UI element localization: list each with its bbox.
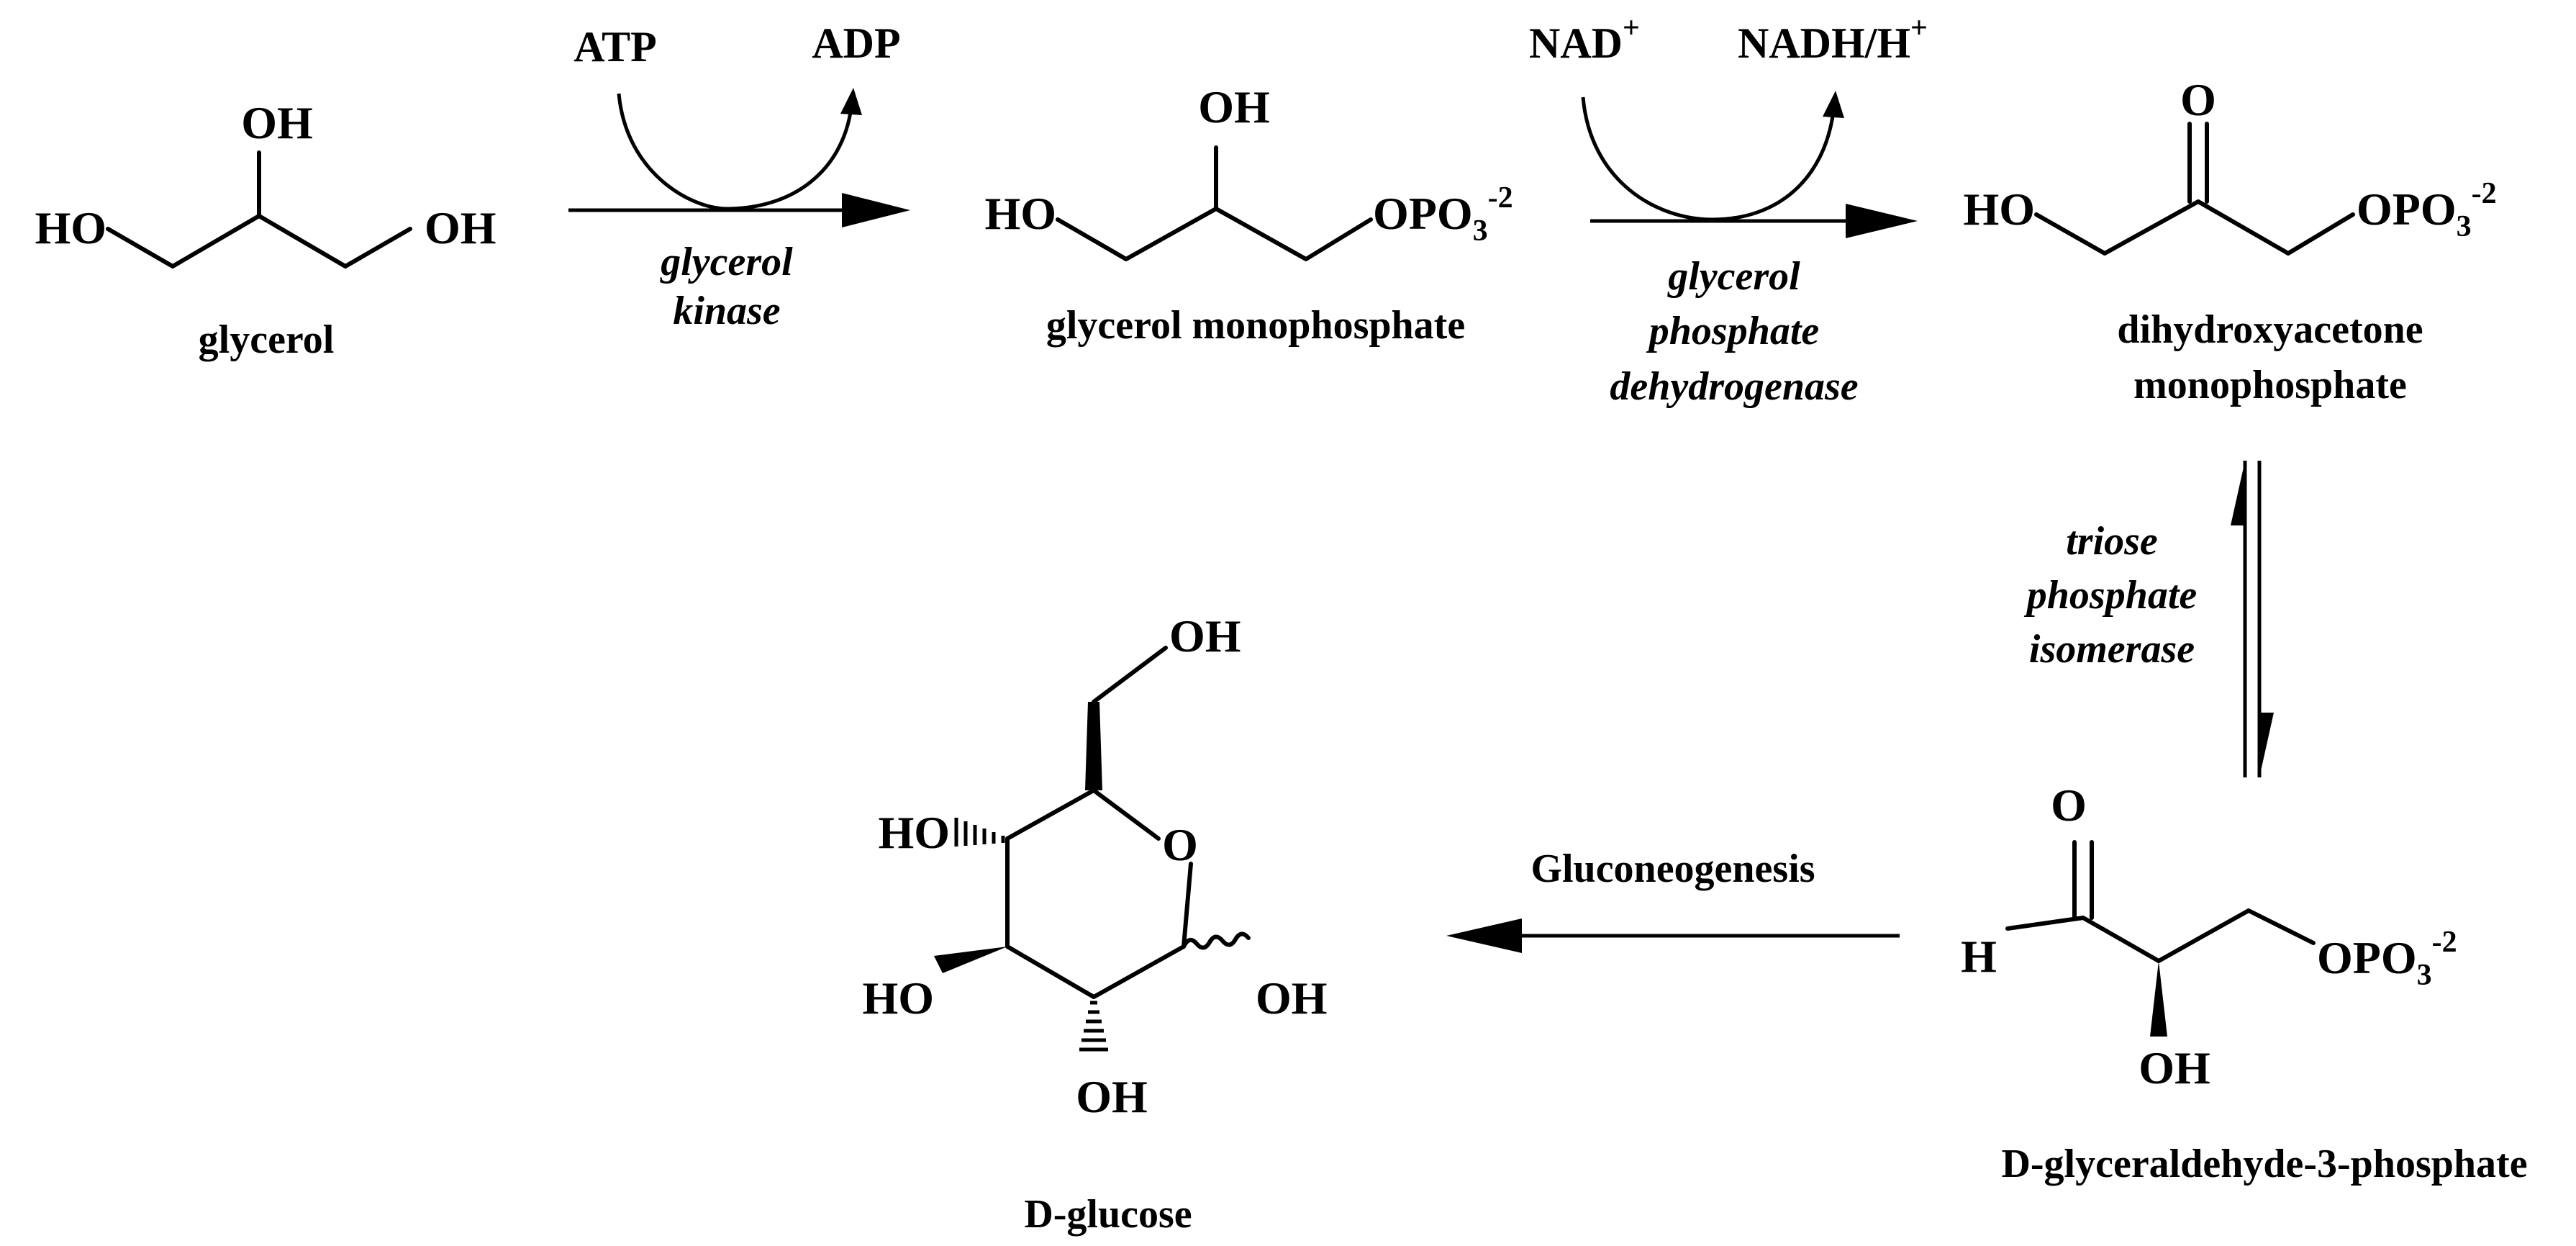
dhap-label-line1: dihydroxyacetone — [2117, 307, 2423, 352]
glycerol-ho-left: HO — [35, 202, 106, 253]
glucose-c4-hash — [954, 818, 1005, 847]
dhap-label-line2: monophosphate — [2133, 363, 2407, 407]
nadh-label: NADH/H+ — [1738, 12, 1928, 67]
gmp-ho-left: HO — [984, 188, 1056, 239]
dhap-ho-left: HO — [1963, 184, 2035, 235]
tpi-equilibrium-arrows — [2231, 461, 2274, 777]
glucose-c3-ho: HO — [862, 972, 934, 1024]
g3p-o-top: O — [2051, 780, 2087, 831]
tpi-label-line3: isomerase — [2029, 627, 2195, 672]
nad-label: NAD+ — [1529, 12, 1640, 67]
kinase-label-line1: glycerol — [659, 240, 793, 284]
tpi-label-line2: phosphate — [2024, 573, 2198, 618]
adp-label: ADP — [812, 19, 900, 67]
tpi-label-line1: triose — [2066, 519, 2158, 564]
glucose-structure: O OH HO HO OH OH — [862, 610, 1327, 1122]
gpdh-label-line1: glycerol — [1666, 254, 1800, 299]
dhap-structure: O HO OPO3-2 — [1963, 74, 2497, 256]
glucose-c2-hash — [1079, 1001, 1108, 1052]
g3p-h-left: H — [1961, 931, 1997, 982]
glycerol-oh-right: OH — [425, 202, 496, 253]
glycerol-label: glycerol — [199, 317, 335, 362]
gpdh-arrow — [1581, 91, 1918, 238]
glucose-c1-oh: OH — [1256, 972, 1328, 1024]
glycerol-structure: OH HO OH — [35, 97, 496, 268]
glucose-ring-o: O — [1162, 819, 1198, 870]
g3p-opo3: OPO3-2 — [2317, 926, 2457, 992]
gpdh-label-line2: phosphate — [1646, 309, 1820, 353]
glycerol-kinase-arrow — [568, 88, 910, 227]
g3p-oh-bottom: OH — [2139, 1042, 2210, 1093]
glucose-c6-oh: OH — [1169, 610, 1241, 662]
gmp-oh-top: OH — [1198, 81, 1270, 132]
atp-label: ATP — [573, 23, 657, 71]
dhap-o-top: O — [2180, 74, 2216, 125]
gluconeogenesis-arrow — [1446, 918, 1900, 953]
gpdh-label-line3: dehydrogenase — [1610, 364, 1858, 409]
glucose-c4-ho: HO — [878, 807, 950, 858]
glucose-c2-oh: OH — [1076, 1071, 1148, 1122]
g3p-label: D-glyceraldehyde-3-phosphate — [2001, 1142, 2527, 1186]
glycerol-oh-top: OH — [241, 97, 313, 148]
kinase-label-line2: kinase — [673, 289, 780, 333]
g3p-structure: O H OH OPO3-2 — [1961, 780, 2457, 1093]
glucose-label: D-glucose — [1024, 1192, 1192, 1237]
glycerol-monophosphate-structure: OH HO OPO3-2 — [984, 81, 1513, 261]
gluconeogenesis-label: Gluconeogenesis — [1530, 847, 1815, 891]
dhap-opo3: OPO3-2 — [2357, 177, 2497, 243]
glycerol-monophosphate-label: glycerol monophosphate — [1046, 303, 1465, 348]
gmp-opo3: OPO3-2 — [1373, 181, 1513, 248]
